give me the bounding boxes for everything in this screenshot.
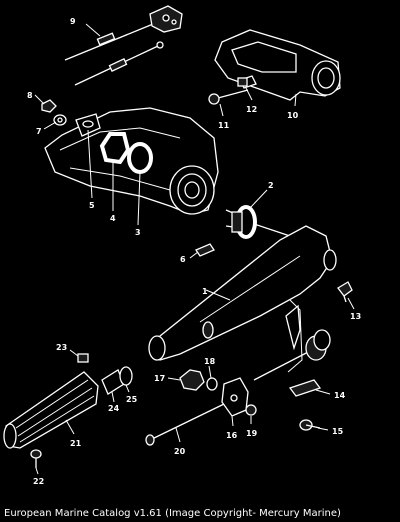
callout-20: 20 (174, 447, 186, 456)
exploded-parts-diagram: 1 2 3 4 5 6 7 8 9 10 11 12 13 14 15 16 1… (3, 5, 361, 486)
callout-17: 17 (154, 374, 165, 383)
throttle-shaft (253, 329, 331, 381)
part-8-nut (41, 99, 57, 113)
part-13-screw (337, 281, 353, 303)
callout-4: 4 (110, 214, 116, 223)
callout-18: 18 (204, 357, 216, 366)
part-20-rod (145, 403, 225, 446)
swivel-housing (44, 107, 219, 215)
callout-21: 21 (70, 439, 82, 448)
callout-22: 22 (33, 477, 44, 486)
callout-5: 5 (89, 201, 95, 210)
part-11-bolt (208, 89, 249, 105)
part-1-tiller-arm (148, 225, 337, 373)
part-21-grip (3, 371, 99, 449)
part-18-washer (206, 377, 218, 391)
part-7-washer (53, 114, 67, 126)
callout-1: 1 (202, 287, 208, 296)
part-15-screw (299, 419, 321, 431)
callout-8: 8 (27, 91, 33, 100)
callout-2: 2 (268, 181, 274, 190)
callout-25: 25 (126, 395, 138, 404)
part-22-screw (30, 449, 42, 468)
part-12-nut (237, 77, 248, 87)
part-4-ring (99, 132, 131, 165)
callout-23: 23 (56, 343, 67, 352)
part-19-screw (245, 404, 257, 416)
part-14-plate (288, 379, 322, 397)
part-5-plate (75, 113, 101, 137)
part-23-clip (77, 353, 89, 363)
part-10-bracket (214, 29, 341, 101)
copyright-caption: European Marine Catalog v1.61 (Image Cop… (4, 508, 341, 519)
leader-lines (34, 23, 355, 475)
callout-6: 6 (180, 255, 186, 264)
part-9-cables (64, 17, 164, 86)
part-25-spacer (119, 366, 133, 386)
cable-bracket (149, 5, 183, 33)
callout-12: 12 (246, 105, 257, 114)
callout-19: 19 (246, 429, 258, 438)
callout-10: 10 (287, 111, 299, 120)
callout-9: 9 (70, 17, 76, 26)
callout-numbers: 1 2 3 4 5 6 7 8 9 10 11 12 13 14 15 16 1… (27, 17, 361, 486)
callout-24: 24 (108, 404, 120, 413)
part-2-switch (225, 205, 291, 239)
part-17-knob (179, 369, 205, 391)
part-16-bracket (221, 377, 249, 417)
callout-14: 14 (334, 391, 346, 400)
callout-7: 7 (36, 127, 42, 136)
part-6-screw (195, 243, 215, 257)
callout-16: 16 (226, 431, 238, 440)
callout-3: 3 (135, 228, 141, 237)
callout-11: 11 (218, 121, 230, 130)
callout-13: 13 (350, 312, 361, 321)
callout-15: 15 (332, 427, 344, 436)
